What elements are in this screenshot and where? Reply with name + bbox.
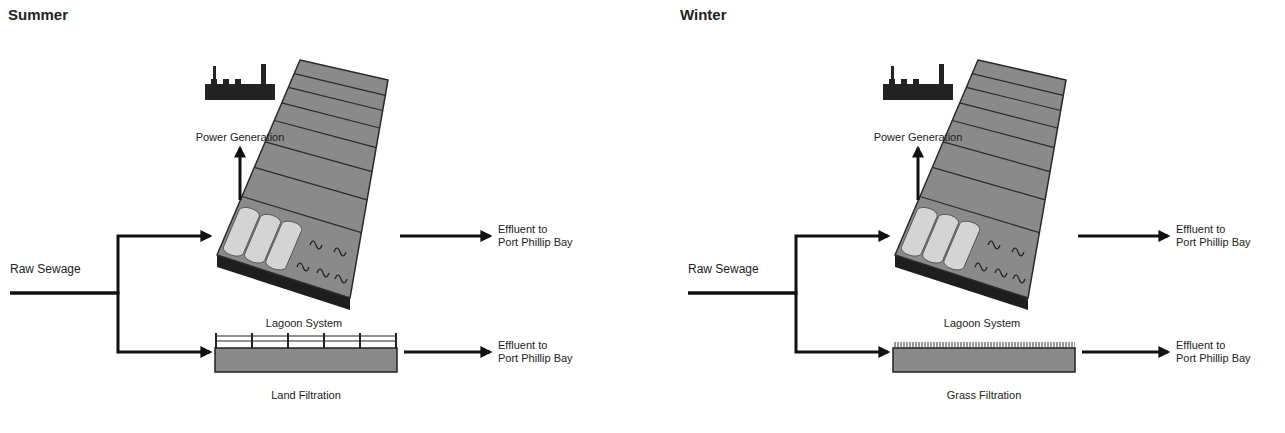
node-label: Effluent to Port Phillip Bay: [1176, 339, 1258, 365]
node-label: Land Filtration: [271, 389, 341, 402]
factory-icon: [205, 64, 275, 100]
factory-icon: [883, 64, 953, 100]
source-label: Raw Sewage: [688, 262, 796, 293]
lagoon-system: Lagoon System: [213, 200, 395, 330]
flow-arrow: [404, 351, 490, 354]
node-label: Raw Sewage: [688, 262, 759, 276]
node-label: Lagoon System: [944, 317, 1020, 330]
filtration-bed: Grass Filtration: [891, 332, 1077, 402]
filtration-bed: Land Filtration: [213, 332, 399, 402]
land-filtration-bed: [215, 333, 397, 372]
grass-filtration-bed: [893, 342, 1075, 372]
lagoon-system: Lagoon System: [891, 200, 1073, 330]
outfall-label: Effluent to Port Phillip Bay: [498, 222, 580, 250]
flow-arrow: [10, 236, 210, 293]
flow-arrow: [917, 148, 920, 200]
outfall-label: Effluent to Port Phillip Bay: [1176, 222, 1258, 250]
node-label: Lagoon System: [266, 317, 342, 330]
node-label: Grass Filtration: [947, 389, 1022, 402]
outfall-label: Effluent to Port Phillip Bay: [498, 338, 580, 366]
flow-arrow: [1082, 351, 1168, 354]
flow-arrow: [688, 236, 888, 293]
source-label: Raw Sewage: [10, 262, 118, 293]
flow-arrow: [1078, 235, 1168, 238]
node-label: Raw Sewage: [10, 262, 81, 276]
flow-arrow: [239, 148, 242, 200]
flow-arrow: [400, 235, 490, 238]
panel-heading: Summer: [8, 6, 68, 24]
panel-heading: Winter: [680, 6, 727, 24]
flow-arrow: [10, 293, 210, 352]
node-label: Effluent to Port Phillip Bay: [1176, 223, 1258, 249]
outfall-label: Effluent to Port Phillip Bay: [1176, 338, 1258, 366]
flow-arrow: [688, 293, 888, 352]
node-label: Power Generation: [874, 131, 963, 144]
power-station: Power Generation: [871, 62, 966, 144]
node-label: Effluent to Port Phillip Bay: [498, 223, 580, 249]
node-label: Power Generation: [196, 131, 285, 144]
power-station: Power Generation: [193, 62, 288, 144]
node-label: Effluent to Port Phillip Bay: [498, 339, 580, 365]
